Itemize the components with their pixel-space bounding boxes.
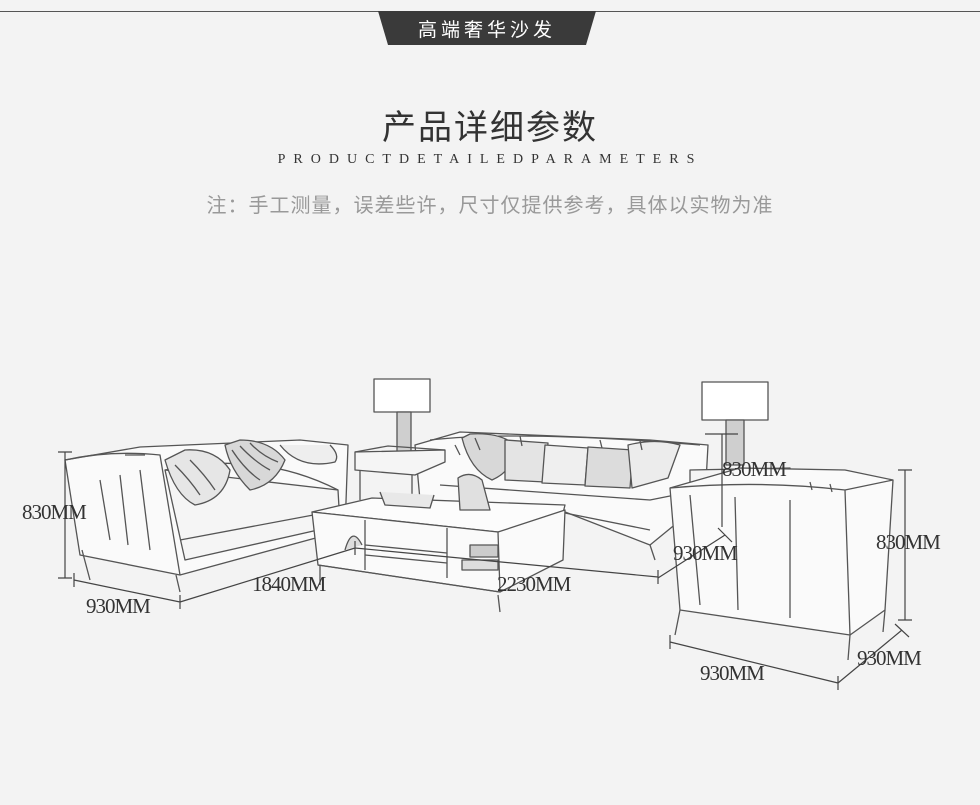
section-title: 产品详细参数 <box>382 108 598 148</box>
dim-armchair-depth: 930MM <box>857 646 922 670</box>
measurement-note: 注：手工测量，误差些许，尺寸仅提供参考，具体以实物为准 <box>206 193 774 217</box>
coffee-table-drawing <box>311 473 566 613</box>
dimension-lines <box>58 433 912 690</box>
armchair-drawing <box>669 467 894 661</box>
dim-sofa-width: 2230MM <box>497 572 571 596</box>
dim-sofa-depth: 930MM <box>673 541 738 565</box>
dim-armchair-back-height: 830MM <box>722 457 787 481</box>
dim-loveseat-width: 1840MM <box>252 572 326 596</box>
dim-armchair-width: 930MM <box>700 661 765 685</box>
loveseat-drawing <box>64 439 349 593</box>
header-tab: 高端奢华沙发 <box>378 11 596 45</box>
main-sofa-drawing <box>414 431 709 561</box>
dim-loveseat-depth: 930MM <box>86 594 151 618</box>
header-tab-label: 高端奢华沙发 <box>417 19 556 41</box>
side-table-lamp-left <box>354 378 446 500</box>
header-tab-shape <box>378 11 596 45</box>
dim-armchair-height: 830MM <box>876 530 941 554</box>
dim-loveseat-height: 830MM <box>22 500 87 524</box>
section-subtitle: PRODUCTDETAILEDPARAMETERS <box>277 152 703 167</box>
